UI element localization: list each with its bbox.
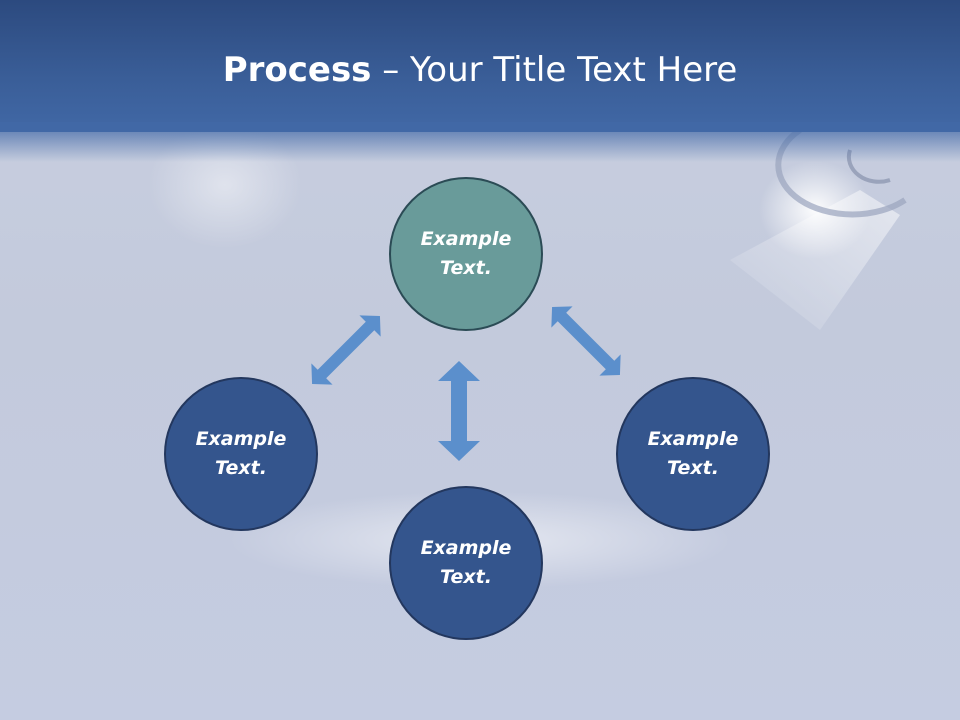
arrow-top-left [311, 315, 381, 385]
arrow-vertical [438, 361, 480, 461]
title-bar [0, 0, 960, 132]
title-rest: – Your Title Text Here [371, 50, 738, 90]
node-left-label: Example Text. [195, 428, 287, 479]
node-top: Example Text. [389, 177, 543, 331]
title-bold: Process [222, 50, 372, 90]
node-left: Example Text. [164, 377, 318, 531]
arrow-top-right [551, 306, 621, 376]
node-top-label: Example Text. [420, 228, 512, 279]
node-right: Example Text. [616, 377, 770, 531]
node-bottom: Example Text. [389, 486, 543, 640]
node-bottom-label: Example Text. [420, 537, 512, 588]
slide-title: Process – Your Title Text Here [0, 50, 960, 90]
node-right-label: Example Text. [647, 428, 739, 479]
title-bar-fade [0, 122, 960, 162]
